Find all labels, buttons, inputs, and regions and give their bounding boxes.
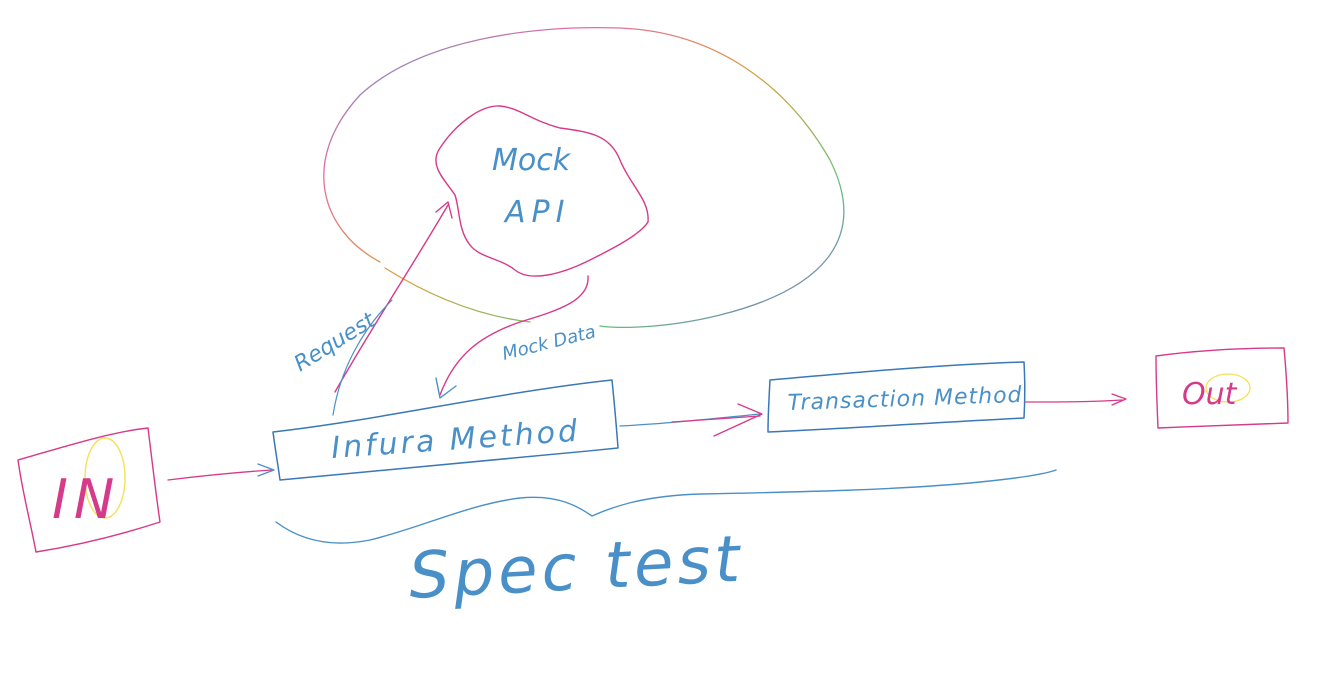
spec-test-label: Spec test [407,523,745,614]
arrow-infura-to-transaction-head [713,403,763,437]
request-arrow [334,204,449,393]
infura-method-box [272,379,619,481]
transaction-method-label: Transaction Method [787,383,1023,416]
mock-api-label-line2: API [503,195,570,230]
in-label: IN [52,468,120,531]
arrow-in-to-infura-head [257,463,275,477]
mock-data-label: Mock Data [500,321,598,364]
arrow-transaction-to-out-head [1111,393,1127,406]
spec-test-brace [275,469,1057,544]
request-arrow-blue-stroke [332,299,393,416]
request-label: Request [290,307,381,377]
transaction-method-box [767,361,1026,433]
arrow-transaction-to-out [1025,399,1123,403]
arrow-in-to-infura [167,469,273,481]
mock-loop-outline [323,27,845,329]
request-arrow-head [435,201,453,219]
mock-data-arrow-head [435,377,457,399]
arrow-infura-to-transaction-pink [671,415,761,423]
out-box [1155,347,1289,429]
out-highlight-scribble [1205,373,1251,403]
in-highlight-scribble [84,437,126,519]
infura-method-label: Infura Method [330,414,581,466]
in-box [17,427,161,553]
mock-data-arrow [439,275,589,396]
out-label: Out [1182,377,1238,412]
mock-api-blob [435,105,649,277]
mock-api-label-line1: Mock [492,143,572,178]
